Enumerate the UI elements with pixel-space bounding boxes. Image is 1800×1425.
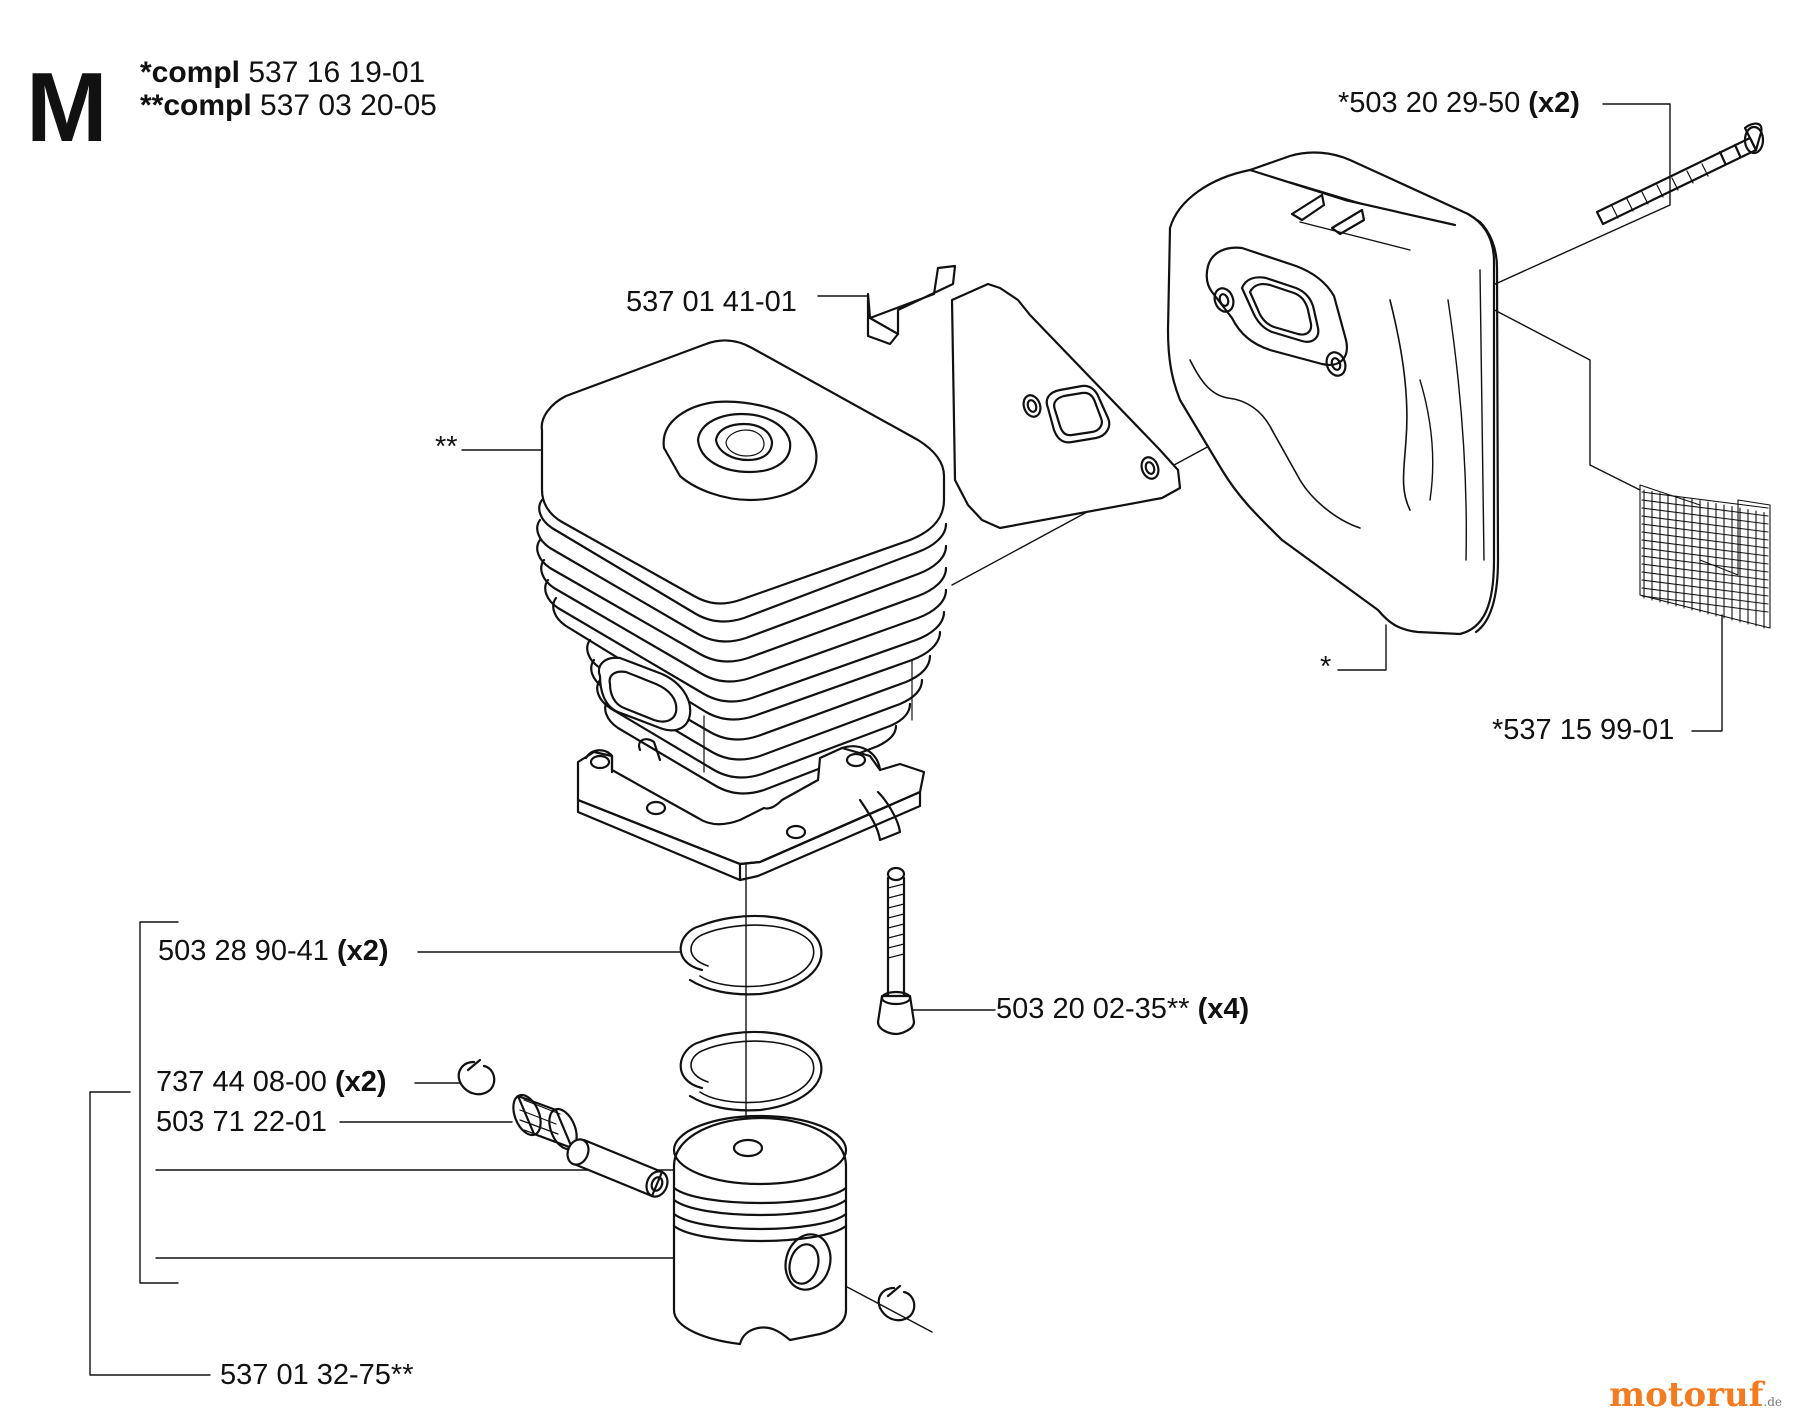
label-piston: 537 01 32-75** bbox=[220, 1361, 414, 1390]
cylinder-drawing bbox=[536, 339, 948, 882]
muffler-drawing bbox=[1166, 151, 1500, 636]
piston-drawing bbox=[672, 1114, 848, 1346]
part-number: *537 15 99-01 bbox=[1492, 714, 1675, 746]
part-number: 737 44 08-00 bbox=[156, 1066, 327, 1098]
part-number: 537 01 41-01 bbox=[626, 286, 797, 318]
watermark-logo: motoruf.de bbox=[1609, 1375, 1782, 1415]
compl-2-number: 537 03 20-05 bbox=[260, 89, 437, 122]
label-cylinder-screw: 503 20 02-35** (x4) bbox=[996, 995, 1249, 1024]
label-circlip: 737 44 08-00 (x2) bbox=[156, 1068, 387, 1097]
circlips-drawing bbox=[457, 1058, 916, 1322]
watermark-tld: .de bbox=[1763, 1395, 1782, 1409]
part-number: 503 28 90-41 bbox=[158, 935, 329, 967]
compl-line-2: **compl 537 03 20-05 bbox=[140, 91, 437, 121]
spark-screen-drawing bbox=[1639, 484, 1771, 629]
label-muffler-bracket: 537 01 41-01 bbox=[626, 288, 797, 317]
label-needle-bearing: 503 71 22-01 bbox=[156, 1108, 327, 1137]
compl-2-prefix: **compl bbox=[140, 89, 252, 122]
part-qty: (x2) bbox=[335, 1066, 387, 1098]
part-qty: (x2) bbox=[1528, 87, 1580, 119]
piston-pin-drawing bbox=[566, 1138, 669, 1198]
piston-rings-drawing bbox=[679, 914, 823, 1112]
compl-1-number: 537 16 19-01 bbox=[248, 56, 426, 89]
section-letter: M bbox=[26, 52, 108, 162]
label-spark-screen: *537 15 99-01 bbox=[1492, 716, 1674, 745]
label-cylinder: ** bbox=[435, 433, 458, 462]
watermark-main: motoruf bbox=[1609, 1375, 1764, 1415]
part-number: 537 01 32-75** bbox=[220, 1359, 414, 1391]
muffler-bracket-drawing bbox=[866, 264, 1182, 530]
label-muffler: * bbox=[1320, 653, 1331, 682]
part-number: 503 71 22-01 bbox=[156, 1106, 327, 1138]
part-qty: (x2) bbox=[337, 935, 389, 967]
compl-line-1: *compl 537 16 19-01 bbox=[140, 58, 425, 88]
cylinder-screw-drawing bbox=[876, 866, 916, 1036]
part-qty: (x4) bbox=[1197, 993, 1250, 1025]
part-number: ** bbox=[435, 431, 458, 463]
part-number: *503 20 29-50 bbox=[1338, 87, 1521, 119]
label-muffler-bolt: *503 20 29-50 (x2) bbox=[1338, 89, 1580, 118]
part-number: 503 20 02-35** bbox=[996, 993, 1190, 1025]
compl-1-prefix: *compl bbox=[140, 56, 241, 89]
muffler-bolt-drawing bbox=[1595, 122, 1765, 226]
label-piston-ring: 503 28 90-41 (x2) bbox=[158, 937, 389, 966]
part-number: * bbox=[1320, 651, 1332, 683]
